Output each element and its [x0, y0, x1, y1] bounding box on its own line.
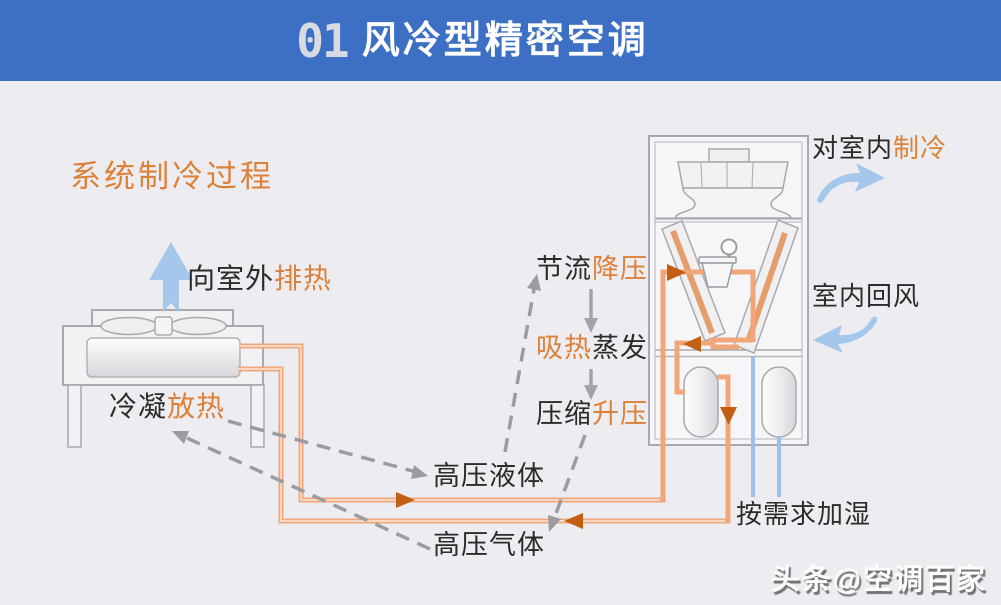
label-evaporate: 吸热蒸发: [536, 333, 648, 364]
label-part-black: 压缩: [536, 399, 592, 429]
label-part-orange: 升压: [592, 399, 648, 429]
label-part-orange: 放热: [167, 391, 226, 422]
title-banner: 01 风冷型精密空调: [0, 0, 1001, 81]
dashed-cycle-arrowheads: [172, 274, 561, 532]
compressor-icon: [683, 366, 719, 438]
condenser-coil: [86, 337, 241, 378]
air-arrow-left-icon: [813, 316, 878, 353]
title-banner-inner: 01 风冷型精密空调: [296, 18, 648, 64]
section-number: 01: [296, 13, 349, 68]
condenser-leg: [67, 384, 82, 448]
humidifier-icon: [761, 366, 797, 438]
blower-icon: [674, 148, 792, 219]
fan-blade-icon: [169, 316, 227, 336]
label-part-black: 蒸发: [592, 333, 648, 363]
label-part-orange: 吸热: [536, 333, 592, 363]
air-arrow-right-icon: [817, 163, 885, 203]
dashed-arrowhead-icon: [527, 274, 541, 291]
label-part-black: 节流: [536, 254, 592, 284]
pipe-highlights: [238, 345, 725, 522]
label-part-orange: 降压: [592, 254, 648, 284]
dashed-cycle-lines: [177, 277, 587, 551]
air-arrows: [149, 163, 885, 353]
fan-blade-icon: [100, 316, 158, 336]
label-part-orange: 排热: [274, 263, 333, 294]
expansion-valve-icon: [698, 238, 738, 288]
label-return-air: 室内回风: [812, 281, 921, 311]
indoor-unit-cabinet: [648, 135, 809, 446]
dashed-flow-line: [177, 432, 431, 551]
section-title: 系统制冷过程: [70, 159, 274, 194]
label-part-black: 冷凝: [109, 391, 168, 422]
dashed-arrowhead-icon: [411, 465, 428, 479]
flow-arrow-left-icon: [564, 513, 583, 529]
label-part-orange: 制冷: [893, 133, 948, 163]
dashed-flow-line: [549, 434, 587, 528]
flow-arrow-right-icon: [396, 492, 415, 508]
condenser-leg: [250, 384, 265, 448]
dashed-flow-line: [227, 419, 421, 475]
outdoor-condenser-unit: [62, 309, 265, 448]
flow-arrow-right-icon: [667, 264, 686, 281]
dashed-arrowhead-icon: [172, 431, 189, 444]
fan-hub-icon: [154, 316, 173, 336]
page-title: 风冷型精密空调: [361, 19, 649, 62]
dashed-arrowhead-icon: [548, 515, 561, 532]
label-high-pressure-gas: 高压气体: [433, 530, 545, 560]
air-arrow-up-icon: [149, 242, 193, 312]
label-high-pressure-liquid: 高压液体: [433, 461, 545, 491]
label-condense: 冷凝放热: [109, 391, 226, 423]
label-part-black: 对室内: [812, 133, 894, 163]
gauge-icon: [720, 238, 738, 256]
down-arrowhead-icon: [584, 385, 598, 400]
label-throttle: 节流降压: [536, 254, 648, 285]
process-step-arrows: [584, 289, 598, 400]
label-part-black: 向室外: [187, 263, 275, 294]
flow-arrows: [396, 264, 737, 529]
water-lines: [751, 357, 781, 497]
label-humidify-on-demand: 按需求加湿: [736, 499, 872, 529]
label-cool-room: 对室内制冷: [812, 134, 947, 163]
label-compress: 压缩升压: [536, 399, 648, 430]
flow-arrow-left-icon: [683, 336, 701, 352]
label-exhaust-outdoor: 向室外排热: [187, 263, 333, 295]
down-arrowhead-icon: [584, 318, 598, 333]
flow-arrow-down-icon: [720, 407, 737, 425]
dashed-flow-line: [503, 277, 538, 453]
watermark: 头条@空调百家: [770, 564, 987, 596]
